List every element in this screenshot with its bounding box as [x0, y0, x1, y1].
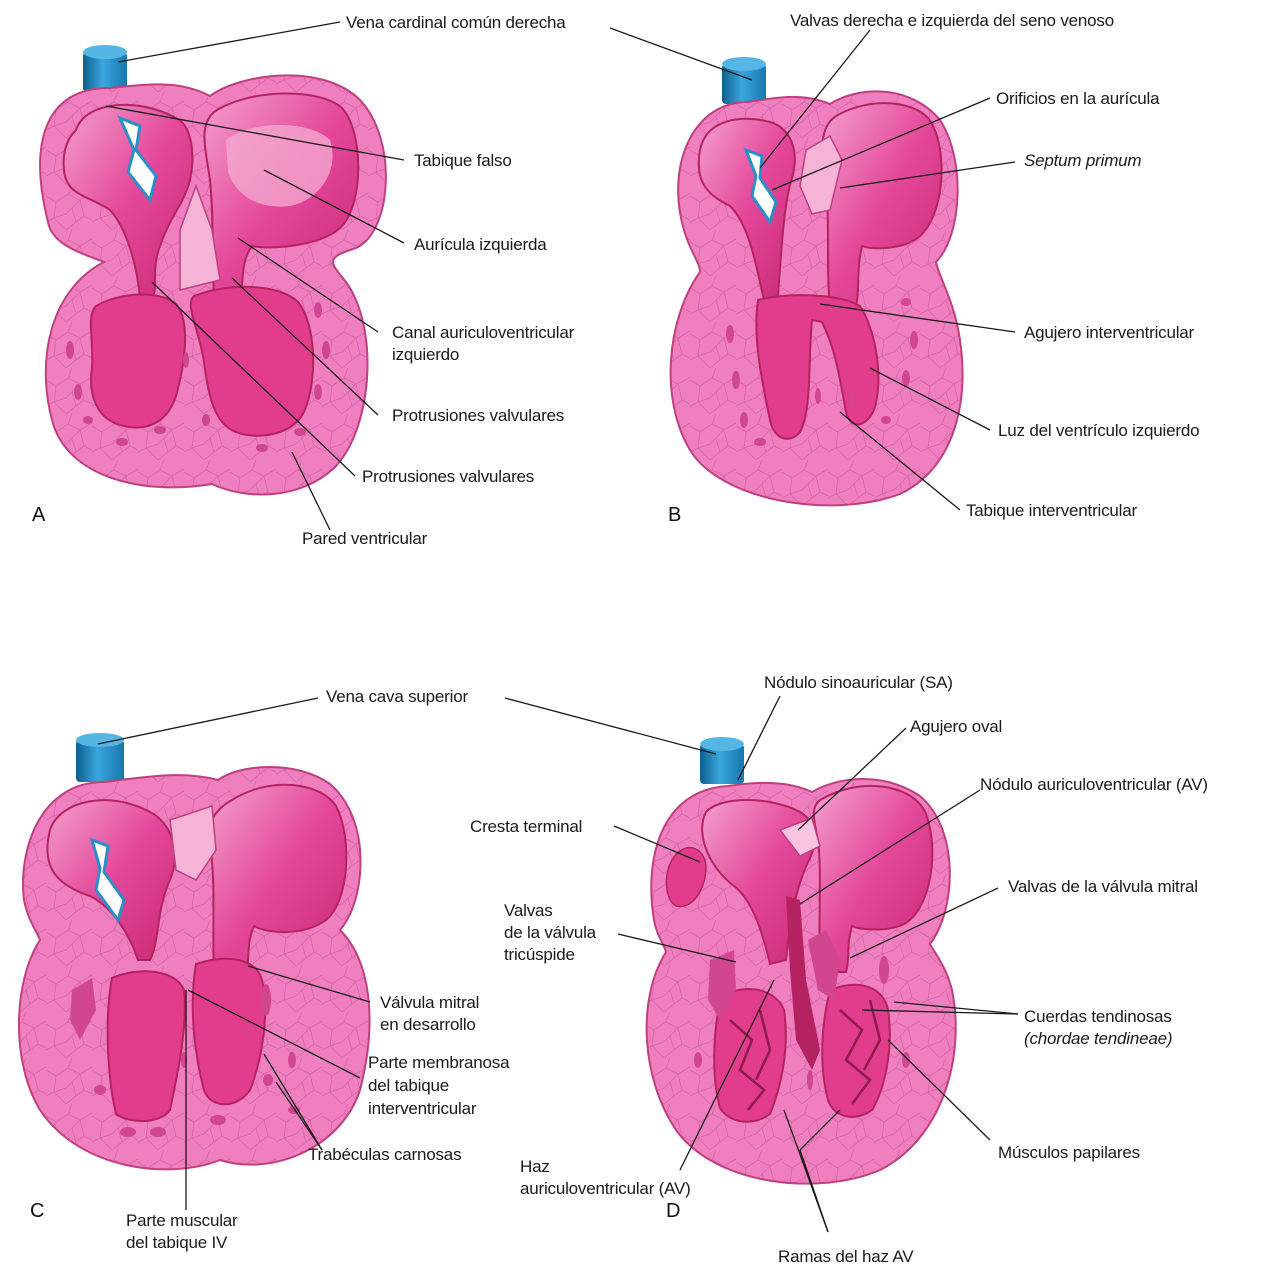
panel-letter-a: A — [32, 504, 45, 527]
label-vena-cardinal: Vena cardinal común derecha — [346, 12, 566, 33]
label-canal-av-line1: Canal auriculoventricular — [392, 322, 574, 343]
label-cuerdas-line1: Cuerdas tendinosas — [1024, 1006, 1172, 1027]
right-ventricle — [108, 971, 185, 1121]
label-nodulo-av: Nódulo auriculoventricular (AV) — [980, 774, 1208, 795]
label-musculos-papilares: Músculos papilares — [998, 1142, 1140, 1163]
panel-d-heart — [647, 737, 956, 1184]
label-protrusiones-1: Protrusiones valvulares — [392, 405, 564, 426]
label-valvas-tricuspide-line2: de la válvula — [504, 922, 596, 943]
label-tabique-iv: Tabique interventricular — [966, 500, 1137, 521]
label-agujero-oval: Agujero oval — [910, 716, 1002, 737]
label-nodulo-sa: Nódulo sinoauricular (SA) — [764, 672, 953, 693]
label-tabique-falso: Tabique falso — [414, 150, 512, 171]
panel-letter-d: D — [666, 1200, 680, 1223]
panel-a-heart — [40, 45, 386, 495]
label-auricula-izquierda: Aurícula izquierda — [414, 234, 546, 255]
label-luz-vi: Luz del ventrículo izquierdo — [998, 420, 1199, 441]
label-valvas-tricuspide-line1: Valvas — [504, 900, 553, 921]
label-agujero-iv: Agujero interventricular — [1024, 322, 1194, 343]
label-valvas-mitral: Valvas de la válvula mitral — [1008, 876, 1198, 897]
label-cresta-terminal: Cresta terminal — [470, 816, 582, 837]
label-parte-membranosa-line2: del tabique — [368, 1075, 449, 1096]
right-ventricle — [91, 294, 185, 427]
panel-letter-c: C — [30, 1200, 44, 1223]
label-parte-muscular-line1: Parte muscular — [126, 1210, 238, 1231]
label-canal-av-line2: izquierdo — [392, 344, 459, 365]
label-trabeculas: Trabéculas carnosas — [308, 1144, 461, 1165]
label-haz-av-line2: auriculoventricular (AV) — [520, 1178, 691, 1199]
panel-c-heart — [19, 733, 370, 1169]
label-parte-membranosa-line3: interventricular — [368, 1098, 476, 1119]
label-orificios: Orificios en la aurícula — [996, 88, 1159, 109]
label-valvula-mitral-line1: Válvula mitral — [380, 992, 479, 1013]
label-parte-membranosa-line1: Parte membranosa — [368, 1052, 509, 1073]
label-ramas-haz: Ramas del haz AV — [778, 1246, 913, 1267]
label-valvas-seno: Valvas derecha e izquierda del seno veno… — [790, 10, 1114, 31]
label-valvula-mitral-line2: en desarrollo — [380, 1014, 476, 1035]
label-cuerdas-line2: (chordae tendineae) — [1024, 1028, 1172, 1049]
label-valvas-tricuspide-line3: tricúspide — [504, 944, 575, 965]
label-haz-av-line1: Haz — [520, 1156, 550, 1177]
label-pared-ventricular: Pared ventricular — [302, 528, 427, 549]
label-parte-muscular-line2: del tabique IV — [126, 1232, 227, 1253]
panel-b-heart — [671, 57, 963, 505]
label-protrusiones-2: Protrusiones valvulares — [362, 466, 534, 487]
label-vena-cava: Vena cava superior — [326, 686, 468, 707]
panel-letter-b: B — [668, 504, 681, 527]
label-septum-primum: Septum primum — [1024, 150, 1141, 171]
